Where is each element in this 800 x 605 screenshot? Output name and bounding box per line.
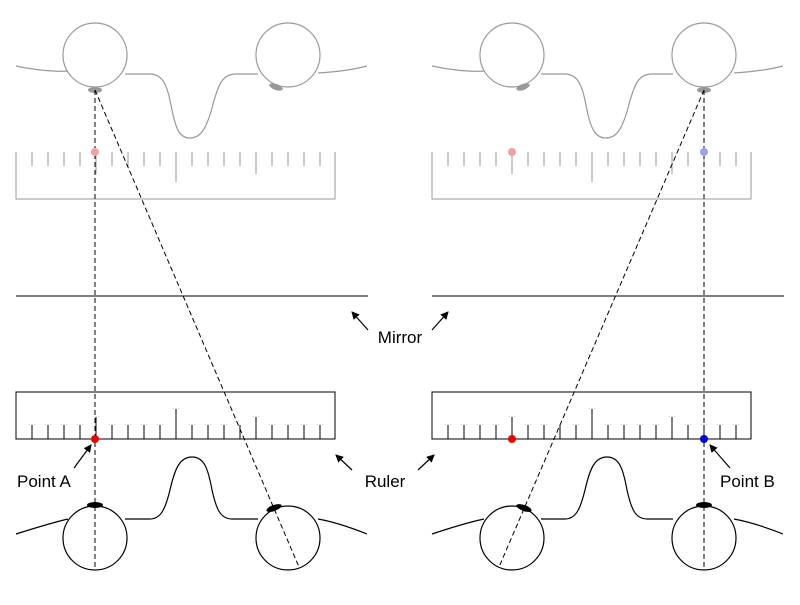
point-a-label: Point A (17, 472, 72, 491)
ruler-label: Ruler (365, 472, 406, 491)
point-b-marker (700, 435, 708, 443)
left-reflected-pupil-right (269, 83, 283, 91)
ruler-arrow-left (335, 454, 353, 471)
right-ruler (431, 391, 752, 440)
ruler-arrow-right (417, 454, 435, 471)
left-panel: Point A (15, 22, 368, 571)
mirror-label: Mirror (378, 328, 423, 347)
left-sight-line-diagonal (94, 89, 300, 568)
mirror-arrow-left (351, 311, 369, 331)
center-labels: Mirror Ruler (335, 311, 449, 491)
left-reflected-eye-left (62, 22, 128, 88)
left-pupil-right (266, 504, 282, 512)
left-reflected-eye-right (255, 22, 321, 88)
right-pupil-left (516, 504, 532, 512)
point-a-marker (91, 435, 99, 443)
point-b-arrow (709, 444, 731, 469)
point-a-marker-right (508, 435, 516, 443)
point-b-label: Point B (720, 472, 775, 491)
left-pupil-left (87, 502, 103, 508)
left-ruler (15, 391, 336, 440)
mirror-arrow-right (431, 311, 449, 331)
point-a-reflection-right (508, 148, 516, 156)
right-sight-line-diagonal (498, 89, 705, 568)
right-reflected-eye-left (479, 22, 545, 88)
right-reflected-face (431, 22, 784, 139)
point-a-arrow (73, 444, 92, 469)
point-b-reflection (700, 148, 708, 156)
left-reflected-face (15, 22, 368, 139)
left-eye-right (255, 505, 321, 571)
right-pupil-right (696, 502, 712, 508)
right-reflected-ruler (431, 152, 752, 200)
right-reflected-eye-right (671, 22, 737, 88)
right-reflected-pupil-left (516, 83, 530, 91)
point-a-reflection (91, 148, 99, 156)
left-reflected-ruler (15, 152, 336, 200)
right-panel: Point B (431, 22, 784, 571)
right-eye-left (479, 505, 545, 571)
